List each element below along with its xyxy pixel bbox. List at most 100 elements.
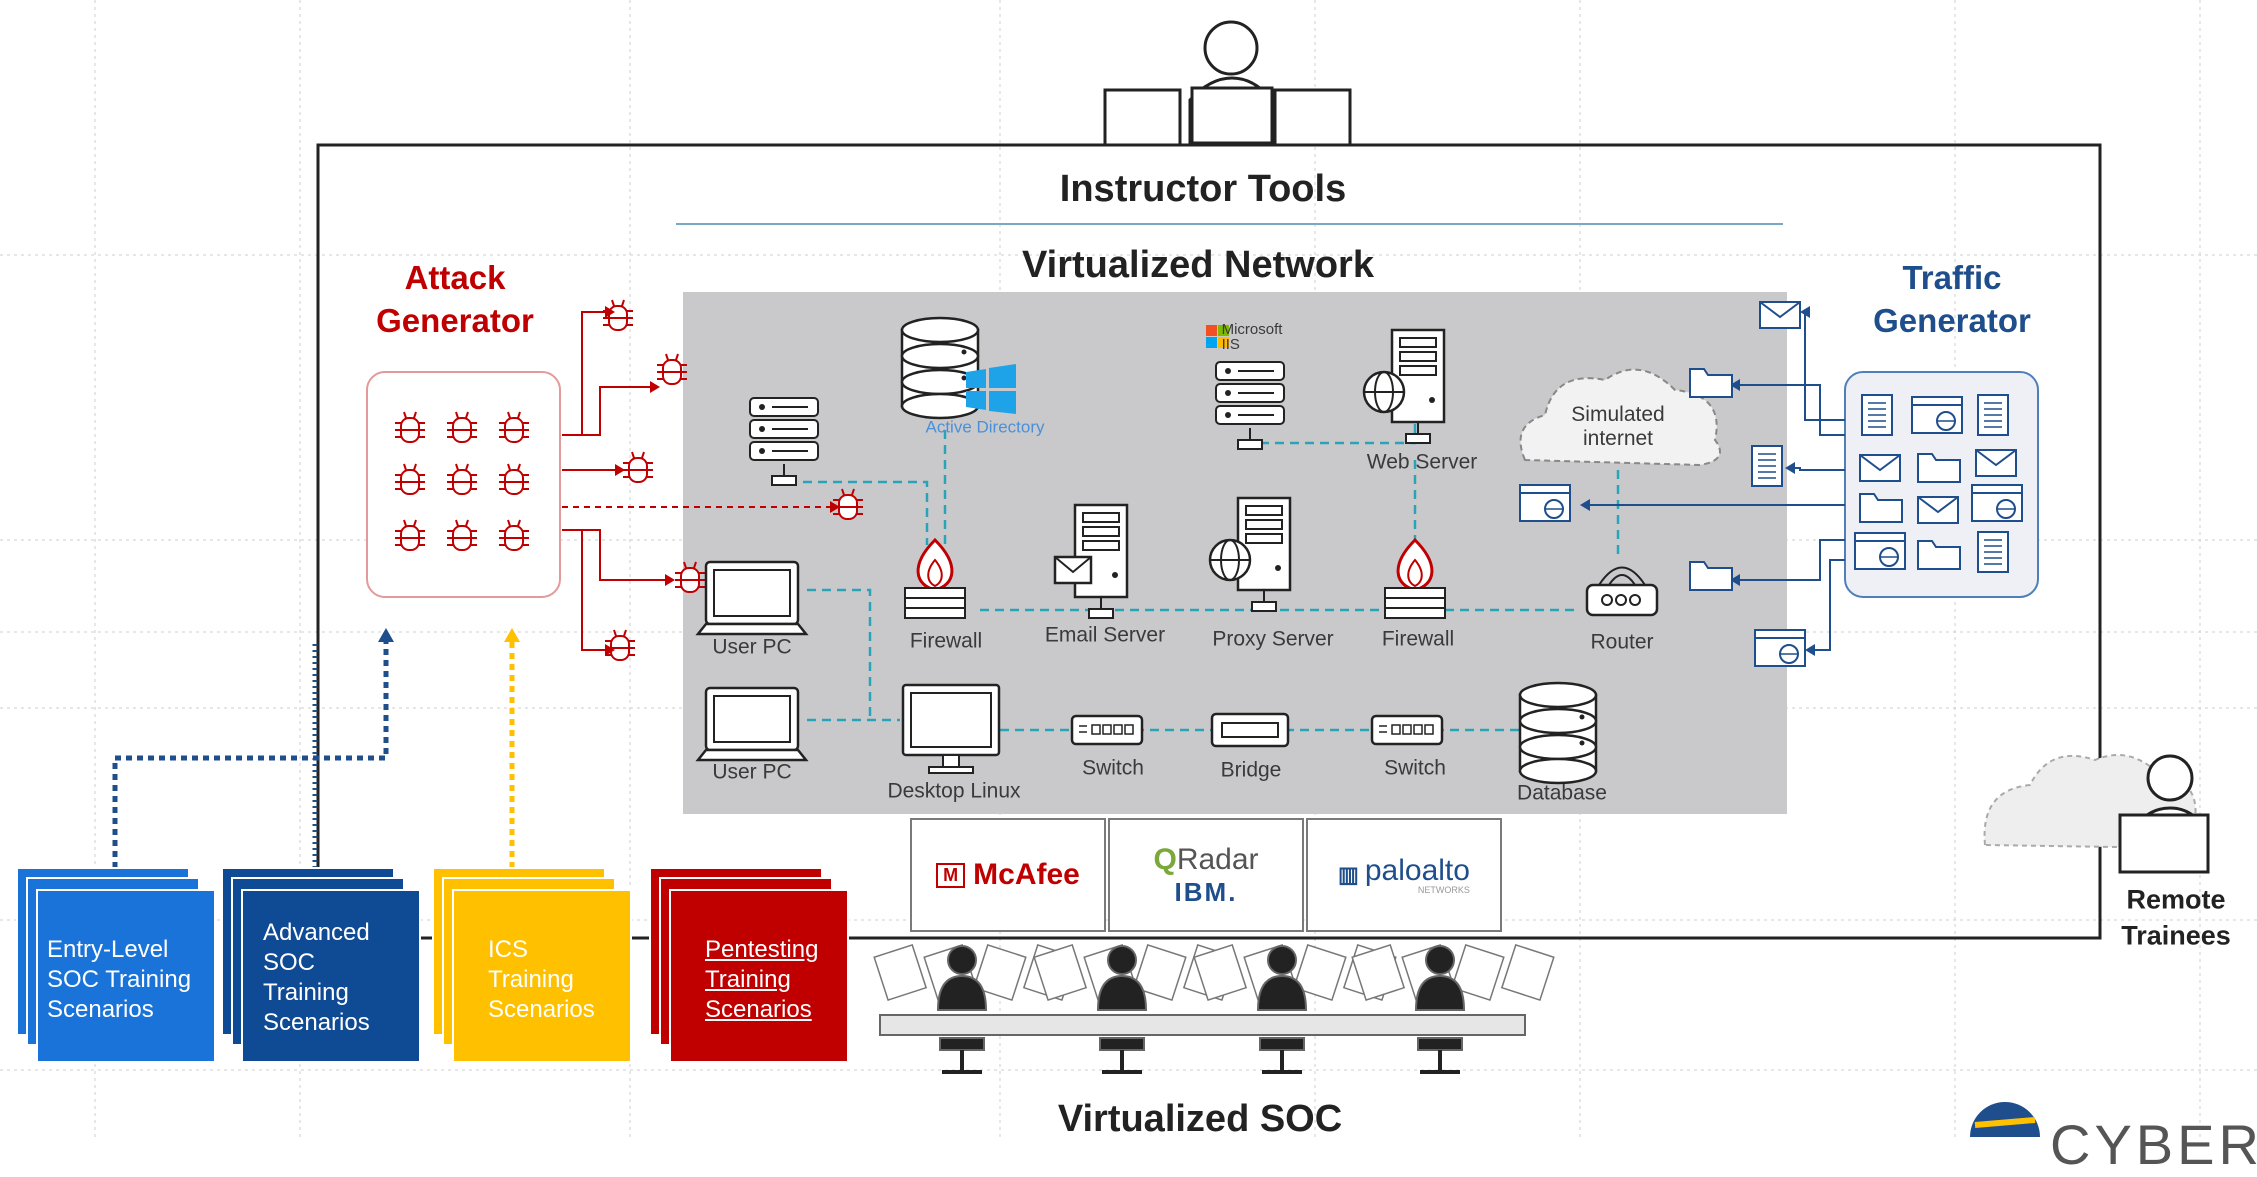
document-icon xyxy=(1861,394,1893,436)
bug-icon xyxy=(447,411,477,443)
operator-body-icon xyxy=(1414,974,1466,1011)
operator-body-icon xyxy=(936,974,988,1011)
operator-head-icon xyxy=(947,945,977,975)
bridge-icon xyxy=(1210,712,1290,748)
bug-icon xyxy=(395,519,425,551)
mcafee-logo-text: McAfee xyxy=(973,858,1080,891)
database-label: Database xyxy=(1517,781,1607,805)
desktop-linux-icon xyxy=(901,683,1001,774)
folder-icon xyxy=(1917,453,1961,483)
remote-trainees-label: Remote Trainees xyxy=(2121,882,2231,955)
attack-arrowheads xyxy=(605,306,840,656)
soc-monitor-icon xyxy=(1033,943,1088,1001)
arrowhead-blue xyxy=(378,628,394,642)
attack-generator-title: Attack Generator xyxy=(376,257,534,343)
switch-1-icon xyxy=(1070,714,1144,746)
folder-icon xyxy=(1859,493,1903,523)
chair-seat-icon xyxy=(1417,1037,1463,1051)
bug-icon xyxy=(675,561,705,593)
user-pc-1-label: User PC xyxy=(712,635,792,659)
instructor-icon xyxy=(1103,20,1352,147)
bridge-label: Bridge xyxy=(1220,758,1282,782)
soc-monitor-icon xyxy=(1292,943,1347,1001)
simulated-internet-label: Simulated internet xyxy=(1571,403,1664,451)
attack-arrows xyxy=(562,311,830,651)
bug-icon xyxy=(447,463,477,495)
simulated-label: Simulated xyxy=(1571,402,1665,426)
iis-server-icon xyxy=(1215,361,1285,450)
network-device-icons xyxy=(695,301,2023,785)
email-server-icon xyxy=(1053,503,1129,619)
switch-2-icon xyxy=(1370,714,1444,746)
paloalto-logo-text: paloalto NETWORKS xyxy=(1365,855,1470,895)
folder-icon xyxy=(1689,368,1733,398)
virtualized-soc-title: Virtualized SOC xyxy=(1057,1098,1343,1141)
firewall-1-label: Firewall xyxy=(909,629,983,653)
chair-seat-icon xyxy=(1259,1037,1305,1051)
paloalto-logo-panel: ▥ paloalto NETWORKS xyxy=(1306,818,1502,932)
web-page-icon xyxy=(1519,484,1571,522)
attack-generator-line-1: Attack xyxy=(404,259,506,297)
document-icon xyxy=(1977,531,2009,573)
mail-icon xyxy=(1975,449,2017,477)
web-server-icon xyxy=(1362,328,1446,444)
user-pc-2-icon xyxy=(695,686,809,762)
user-pc-1-icon xyxy=(695,560,809,636)
bug-icon xyxy=(623,451,653,483)
soc-monitor-icon xyxy=(1450,943,1505,1001)
bug-icon xyxy=(395,463,425,495)
remote-label: Remote xyxy=(2126,884,2226,915)
simulated-internet-cloud-icon xyxy=(1519,368,1721,467)
document-icon xyxy=(1751,445,1783,487)
trainees-label: Trainees xyxy=(2121,921,2231,951)
qradar-logo-text: QRadar xyxy=(1153,843,1258,877)
attack-generator-line-2: Generator xyxy=(376,302,534,339)
soc-monitor-icon xyxy=(1193,943,1248,1001)
firewall-2-icon xyxy=(1384,537,1446,619)
mail-icon xyxy=(1859,454,1901,482)
rack-server-icon xyxy=(749,397,819,486)
microsoft-iis-label: Microsoft IIS xyxy=(1222,322,1283,352)
instructor-tools-title: Instructor Tools xyxy=(1059,168,1347,211)
scenario-links xyxy=(112,640,515,868)
active-directory-server-icon xyxy=(900,316,1016,420)
email-server-label: Email Server xyxy=(1044,623,1166,647)
scenario-card-fronts xyxy=(36,889,849,1063)
chair-seat-icon xyxy=(1099,1037,1145,1051)
bug-icon xyxy=(447,519,477,551)
web-page-icon xyxy=(1854,532,1906,570)
document-icon xyxy=(1977,394,2009,436)
operator-body-icon xyxy=(1096,974,1148,1011)
virtualized-network-title: Virtualized Network xyxy=(1022,244,1374,287)
firewall-2-label: Firewall xyxy=(1381,627,1455,651)
proxy-server-icon xyxy=(1208,496,1292,612)
pentesting-scenario-label: Pentesting Training Scenarios xyxy=(705,936,819,1023)
entry-level-scenario-label: Entry-Level SOC Training Scenarios xyxy=(47,936,192,1023)
web-server-label: Web Server xyxy=(1366,450,1478,474)
operator-body-icon xyxy=(1256,974,1308,1011)
brand-logo-globe xyxy=(1970,1102,2040,1137)
web-page-icon xyxy=(1971,484,2023,522)
bug-icon xyxy=(657,353,687,385)
traffic-generator-line-1: Traffic xyxy=(1902,259,2002,297)
soc-desk xyxy=(873,943,1555,1074)
operator-head-icon xyxy=(1425,945,1455,975)
mail-icon xyxy=(1917,496,1959,524)
bug-icon xyxy=(499,463,529,495)
mcafee-logo-panel: M McAfee xyxy=(910,818,1106,932)
soc-monitor-icon xyxy=(1500,943,1555,1001)
switch-1-label: Switch xyxy=(1082,756,1144,780)
ics-scenario-label: ICS Training Scenarios xyxy=(488,936,595,1023)
bug-icon xyxy=(499,519,529,551)
web-page-icon xyxy=(1754,629,1806,667)
bug-icon xyxy=(499,411,529,443)
remote-trainees-icon xyxy=(1983,754,2210,874)
desktop-linux-label: Desktop Linux xyxy=(887,779,1021,803)
advanced-scenario-label: Advanced SOC Training Scenarios xyxy=(263,919,370,1036)
arrowhead-yellow xyxy=(504,628,520,642)
iis-label: IIS xyxy=(1221,336,1240,353)
soc-monitor-icon xyxy=(1351,943,1406,1001)
soc-monitor-icon xyxy=(972,943,1027,1001)
operator-head-icon xyxy=(1267,945,1297,975)
